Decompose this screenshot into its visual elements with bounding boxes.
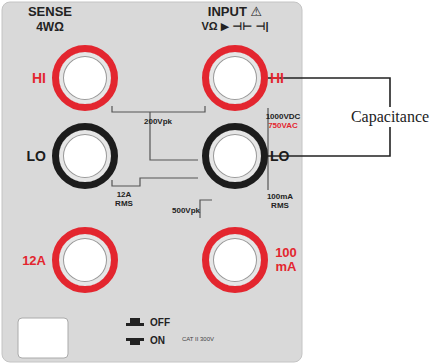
jack-label: LO xyxy=(270,148,289,164)
panel-marking-text: RMS xyxy=(115,199,133,208)
panel-markings xyxy=(112,106,268,218)
panel-marking-text: 4WΩ xyxy=(36,20,64,34)
panel-marking-text: 1000VDC xyxy=(266,112,301,121)
panel-marking-text: CAT II 300V xyxy=(182,336,214,342)
panel-marking-text: 100mA xyxy=(267,192,293,201)
panel-face xyxy=(2,2,302,362)
input-jack: HI xyxy=(52,45,118,111)
panel-marking-text: ON xyxy=(150,335,165,346)
input-jack: LO xyxy=(52,123,118,189)
panel-marking-text: 500Vpk xyxy=(172,206,200,215)
jack-label: 100 mA xyxy=(270,246,302,275)
jack-label: HI xyxy=(32,70,46,86)
off-symbol xyxy=(126,323,144,326)
power-button xyxy=(18,318,68,358)
on-symbol xyxy=(130,341,140,345)
input-jack: 100 mA xyxy=(202,227,268,293)
off-symbol xyxy=(130,318,140,323)
jack-label: HI xyxy=(270,70,284,86)
panel-marking-text: OFF xyxy=(150,317,170,328)
component-label: Capacitance xyxy=(348,107,432,127)
input-jack: 12A xyxy=(52,227,118,293)
panel-marking-text: RMS xyxy=(271,201,289,210)
input-jack: LO xyxy=(202,123,268,189)
jack-label: LO xyxy=(27,148,46,164)
panel-marking-text: 200Vpk xyxy=(144,117,172,126)
panel-marking-text: VΩ ▶ ⊣⊢ ⊣| xyxy=(201,20,268,33)
input-jack: HI xyxy=(202,45,268,111)
panel-marking-text: INPUT ⚠ xyxy=(208,4,262,19)
panel-marking-text: SENSE xyxy=(28,4,72,19)
on-symbol xyxy=(126,338,144,341)
jack-label: 12A xyxy=(22,253,46,268)
panel-marking-text: 750VAC xyxy=(268,121,298,130)
panel-marking-text: 12A xyxy=(117,190,132,199)
